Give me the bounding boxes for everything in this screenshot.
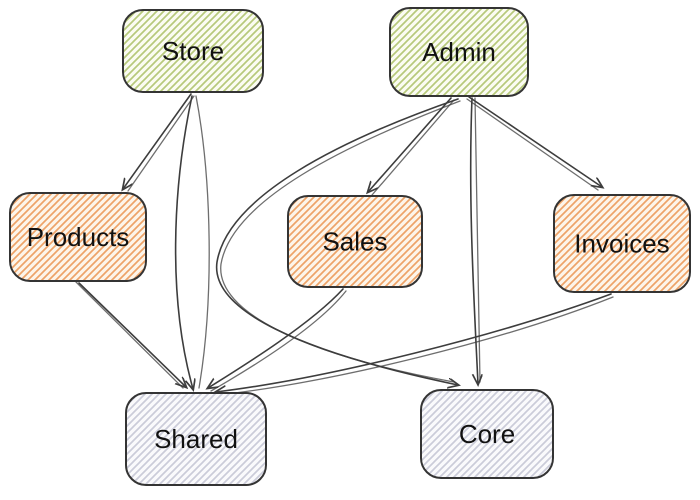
edges-layer <box>75 93 614 396</box>
edge-stroke <box>216 293 612 392</box>
node-box-products <box>9 192 147 282</box>
node-products[interactable]: Products <box>9 192 147 282</box>
node-label-sales: Sales <box>322 226 387 256</box>
edge-sketch-stroke <box>217 296 614 396</box>
node-label-store: Store <box>162 36 224 66</box>
edge-products-shared <box>75 281 186 389</box>
edge-invoices-shared-curved <box>216 293 614 396</box>
node-sales[interactable]: Sales <box>287 195 423 288</box>
node-invoices[interactable]: Invoices <box>553 194 691 293</box>
edge-sketch-stroke <box>127 95 195 192</box>
node-store[interactable]: Store <box>122 9 264 93</box>
edge-sketch-stroke <box>474 97 481 383</box>
edge-store-products <box>123 93 195 192</box>
node-box-shared <box>125 392 267 486</box>
node-admin[interactable]: Admin <box>389 7 529 97</box>
node-box-core <box>420 389 554 479</box>
edge-sketch-stroke <box>195 95 210 389</box>
edge-store-shared <box>174 95 210 389</box>
edge-stroke <box>468 96 602 187</box>
edge-sketch-stroke <box>466 98 599 191</box>
node-box-invoices <box>553 194 691 293</box>
edge-stroke <box>123 93 192 189</box>
node-shared[interactable]: Shared <box>125 392 267 486</box>
edge-sales-shared <box>208 288 347 392</box>
node-box-sales <box>287 195 423 288</box>
edge-sketch-stroke <box>75 281 184 389</box>
node-label-products: Products <box>27 222 130 252</box>
node-label-core: Core <box>459 419 515 449</box>
node-core[interactable]: Core <box>420 389 554 479</box>
edge-stroke <box>469 97 478 384</box>
edge-stroke <box>368 97 452 192</box>
node-label-invoices: Invoices <box>574 228 669 258</box>
node-box-admin <box>389 7 529 97</box>
edge-sketch-stroke <box>210 290 347 392</box>
edge-admin-invoices <box>466 96 602 191</box>
edge-admin-sales <box>368 97 455 196</box>
edge-stroke <box>78 282 186 387</box>
node-box-store <box>122 9 264 93</box>
edge-admin-core <box>469 97 481 384</box>
edge-stroke <box>174 95 193 389</box>
edge-stroke <box>208 288 344 388</box>
edge-admin-core-curved-left <box>215 98 461 385</box>
edge-sketch-stroke <box>220 100 461 383</box>
edge-sketch-stroke <box>371 99 455 196</box>
node-label-shared: Shared <box>154 424 238 454</box>
node-label-admin: Admin <box>422 37 496 67</box>
